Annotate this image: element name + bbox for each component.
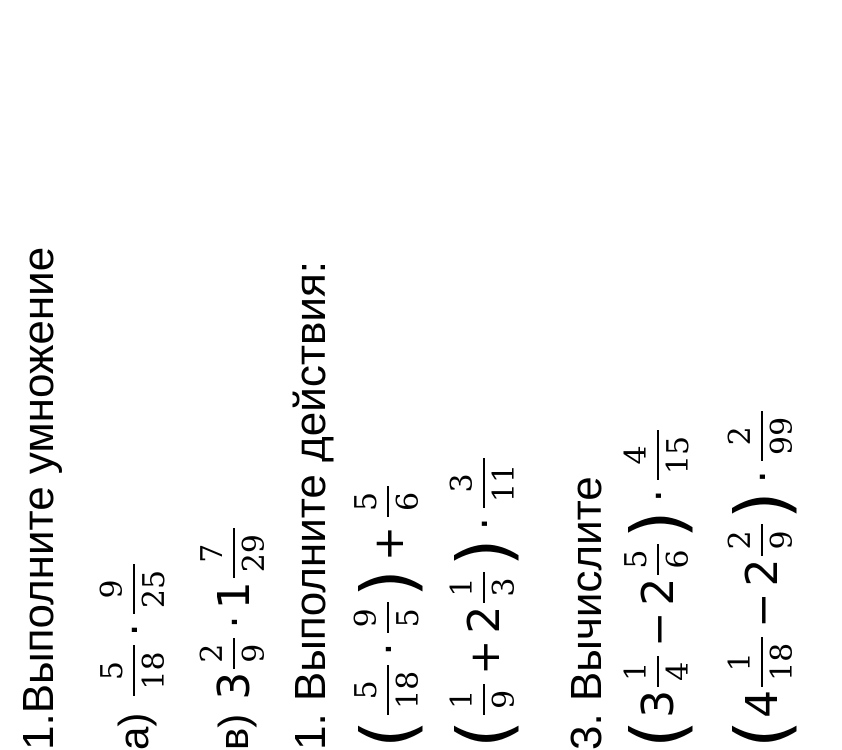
- fraction: 5 6: [619, 543, 696, 575]
- task2-expression-1: ( 5 18 · 9 5 ) + 5 6: [346, 483, 430, 750]
- numerator: 4: [619, 445, 654, 465]
- whole-part: 2: [458, 605, 510, 634]
- task1-heading: 1.Выполните умножение: [14, 247, 64, 750]
- fraction: 2 99: [723, 410, 800, 461]
- fraction: 1 9: [445, 683, 522, 715]
- whole-part: 3: [632, 689, 684, 718]
- item-a-label: а): [110, 712, 157, 750]
- denominator: 4: [661, 661, 696, 681]
- multiply-sign: ·: [633, 489, 683, 503]
- plus-sign: +: [363, 525, 413, 562]
- numerator: 2: [723, 530, 758, 550]
- denominator: 11: [487, 463, 522, 503]
- denominator: 99: [765, 416, 800, 455]
- numerator: 1: [619, 661, 654, 681]
- task1-title: 1.Выполните умножение: [14, 246, 63, 750]
- denominator: 9: [765, 530, 800, 550]
- task3-expression-1: ( 3 1 4 − 2 5 6 ) · 4 15: [616, 427, 700, 750]
- denominator: 15: [661, 435, 696, 475]
- denominator: 9: [487, 689, 522, 709]
- fraction: 4 15: [619, 429, 696, 481]
- minus-sign: −: [633, 611, 683, 647]
- denominator: 3: [487, 577, 522, 597]
- task3-heading: 3. Вычислите: [562, 476, 612, 750]
- denominator: 18: [391, 670, 426, 709]
- task2-title: 1. Выполните действия:: [286, 260, 335, 750]
- multiply-sign: ·: [109, 623, 159, 637]
- numerator: 1: [723, 652, 758, 672]
- numerator: 1: [445, 577, 480, 597]
- item-b-label: в): [210, 713, 257, 750]
- task3-title: 3. Вычислите: [562, 476, 611, 750]
- left-paren: (: [346, 719, 430, 748]
- numerator: 2: [723, 426, 758, 446]
- task2-expression-2: ( 1 9 + 2 1 3 ) · 3 11: [442, 455, 526, 750]
- whole-part: 1: [208, 581, 260, 610]
- left-paren: (: [720, 719, 804, 748]
- fraction: 5 18: [95, 645, 172, 696]
- numerator: 3: [445, 473, 480, 493]
- denominator: 6: [661, 549, 696, 569]
- fraction: 2 9: [723, 524, 800, 556]
- whole-part: 3: [208, 671, 260, 700]
- whole-part: 2: [736, 558, 788, 587]
- numerator: 9: [349, 608, 384, 628]
- multiply-sign: ·: [737, 469, 787, 484]
- left-paren: (: [442, 719, 526, 748]
- plus-sign: +: [459, 639, 509, 675]
- numerator: 5: [619, 549, 654, 569]
- denominator: 29: [237, 534, 272, 573]
- fraction: 1 18: [723, 636, 800, 687]
- whole-part: 2: [632, 577, 684, 606]
- fraction: 9 25: [95, 563, 172, 615]
- numerator: 5: [349, 491, 384, 511]
- denominator: 9: [237, 643, 272, 663]
- numerator: 9: [95, 579, 130, 599]
- fraction: 9 5: [349, 602, 426, 634]
- numerator: 1: [445, 689, 480, 709]
- denominator: 18: [765, 642, 800, 681]
- fraction: 5 6: [349, 485, 426, 517]
- numerator: 2: [195, 643, 230, 663]
- fraction: 5 18: [349, 664, 426, 715]
- task1-item-b: в) 3 2 9 · 1 7 29: [195, 525, 272, 750]
- multiply-sign: ·: [459, 517, 509, 531]
- whole-part: 4: [736, 689, 788, 718]
- right-paren: ): [442, 538, 526, 567]
- fraction: 2 9: [195, 637, 272, 669]
- denominator: 5: [391, 608, 426, 628]
- denominator: 6: [391, 491, 426, 511]
- numerator: 5: [95, 661, 130, 681]
- task3-expression-2: ( 4 1 18 − 2 2 9 ) · 2 99: [720, 408, 804, 750]
- numerator: 7: [195, 543, 230, 563]
- fraction: 1 4: [619, 655, 696, 687]
- right-paren: ): [616, 510, 700, 539]
- minus-sign: −: [737, 592, 787, 628]
- fraction: 1 3: [445, 571, 522, 603]
- right-paren: ): [720, 491, 804, 520]
- task2-heading: 1. Выполните действия:: [286, 261, 336, 750]
- numerator: 5: [349, 680, 384, 700]
- multiply-sign: ·: [363, 642, 413, 656]
- right-paren: ): [346, 569, 430, 598]
- fraction: 3 11: [445, 457, 522, 509]
- multiply-sign: ·: [209, 615, 259, 629]
- denominator: 25: [137, 569, 172, 609]
- left-paren: (: [616, 719, 700, 748]
- fraction: 7 29: [195, 528, 272, 579]
- task1-item-a: а) 5 18 · 9 25: [95, 561, 172, 750]
- denominator: 18: [137, 651, 172, 690]
